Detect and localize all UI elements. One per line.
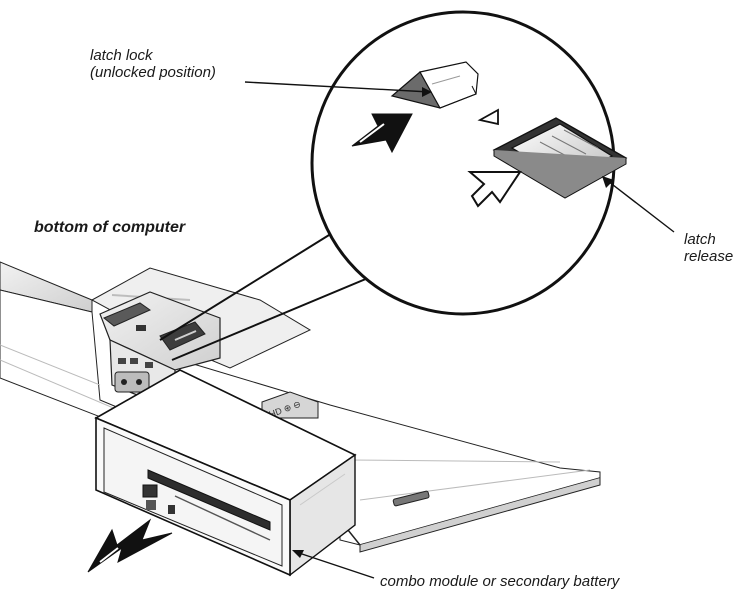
label-latch-lock-line1: latch lock <box>90 47 153 64</box>
latch-lock-piece <box>390 61 479 109</box>
label-latch-release-line2: release <box>684 248 734 265</box>
leader-line-latch-lock <box>244 81 431 93</box>
label-bottom-of-computer: bottom of computer <box>34 219 186 236</box>
label-latch-release: latch release <box>684 231 733 265</box>
magnifier-wedge <box>159 221 393 361</box>
combo-module <box>94 369 357 577</box>
slide-arrow-icon-lower <box>467 171 522 208</box>
label-latch-lock-line2: (unlocked position) <box>90 64 216 81</box>
leader-line-latch-release <box>603 177 675 233</box>
slide-arrow-icon-upper <box>351 113 413 154</box>
label-latch-release-line1: latch <box>684 231 716 248</box>
leader-lines <box>244 81 675 579</box>
removal-arrow-icon <box>87 518 173 573</box>
label-latch-lock: latch lock (unlocked position) <box>90 47 216 81</box>
leader-line-combo-module <box>295 551 375 579</box>
triangle-marker-icon <box>477 108 499 126</box>
label-combo-module: combo module or secondary battery <box>380 573 620 590</box>
leader-arrowheads <box>292 87 614 558</box>
magnified-detail <box>310 10 628 316</box>
latch-release-piece <box>492 117 628 199</box>
